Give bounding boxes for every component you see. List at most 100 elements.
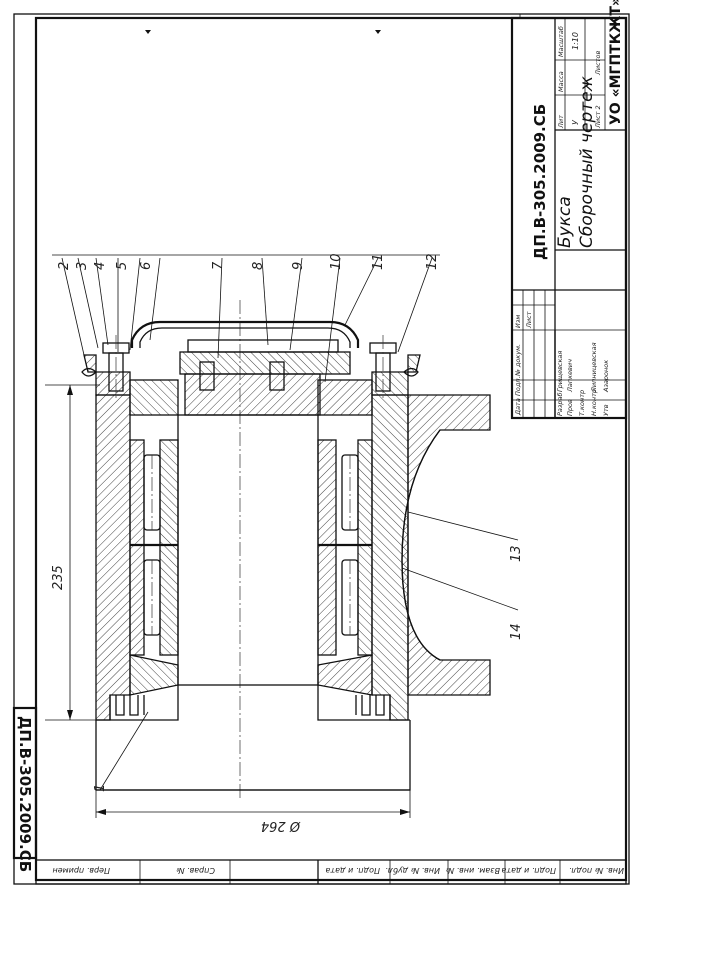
row-name-0: Грищевская bbox=[556, 351, 564, 392]
row-role-1: Пров bbox=[566, 399, 574, 416]
dimension-height bbox=[45, 384, 100, 721]
svg-text:1: 1 bbox=[93, 784, 108, 792]
col-izm: Изм bbox=[514, 315, 522, 328]
svg-text:Перв. примен: Перв. примен bbox=[52, 866, 110, 875]
drawing-name-line1: Букса bbox=[555, 196, 575, 248]
svg-text:235: 235 bbox=[51, 565, 66, 590]
svg-text:Взам. инв. №: Взам. инв. № bbox=[446, 866, 500, 875]
callout-11: 11 bbox=[371, 253, 386, 270]
svg-text:11: 11 bbox=[371, 253, 386, 270]
svg-text:Подп.: Подп. bbox=[514, 376, 522, 396]
strip-cell-1: Справ. № bbox=[176, 866, 215, 875]
sheet-number: Лист 2 bbox=[594, 105, 602, 129]
svg-text:Утв: Утв bbox=[602, 404, 610, 416]
callout-10: 10 bbox=[329, 253, 344, 270]
svg-text:2: 2 bbox=[57, 262, 72, 270]
corner-mark bbox=[375, 30, 381, 34]
svg-text:Лист: Лист bbox=[525, 311, 533, 329]
svg-text:Инв. № подл.: Инв. № подл. bbox=[569, 866, 624, 875]
callout-4: 4 bbox=[93, 262, 108, 270]
svg-text:Азаронок: Азаронок bbox=[602, 360, 610, 393]
svg-text:Масса: Масса bbox=[557, 71, 565, 92]
svg-text:Грищевская: Грищевская bbox=[556, 351, 564, 392]
strip-cell-6: Инв. № подл. bbox=[569, 866, 624, 875]
title-block bbox=[510, 16, 628, 420]
strip-cell-2: Подп. и дата bbox=[325, 866, 380, 875]
svg-text:12: 12 bbox=[425, 253, 440, 270]
callout-13: 13 bbox=[509, 545, 524, 562]
callout-2: 2 bbox=[57, 262, 72, 270]
lit-value: У bbox=[571, 119, 580, 125]
svg-text:УО «МГПТКЖТ»: УО «МГПТКЖТ» bbox=[608, 0, 624, 125]
drawing-name-line2: Сборочный чертеж bbox=[577, 75, 597, 248]
svg-text:Подп. и дата: Подп. и дата bbox=[325, 866, 380, 875]
strip-cell-5: Подп. и дата bbox=[501, 866, 556, 875]
svg-text:Листов: Листов bbox=[594, 51, 602, 76]
svg-text:4: 4 bbox=[93, 262, 108, 270]
strip-cell-0: Перв. примен bbox=[52, 866, 110, 875]
sheets-count: Листов bbox=[594, 51, 602, 76]
row-name-3: Липницевская bbox=[590, 342, 598, 393]
header-lit: Лит bbox=[557, 115, 565, 129]
callout-5: 5 bbox=[115, 262, 130, 270]
svg-text:13: 13 bbox=[509, 545, 524, 562]
col-sign: Подп. bbox=[514, 376, 522, 396]
svg-text:8: 8 bbox=[251, 262, 266, 270]
dimension-height-label: 235 bbox=[51, 565, 66, 590]
row-name-1: Лапкевич bbox=[566, 359, 574, 393]
svg-text:ДП.В-305.2009.СБ: ДП.В-305.2009.СБ bbox=[531, 104, 549, 260]
callout-6: 6 bbox=[139, 262, 154, 270]
svg-text:Справ. №: Справ. № bbox=[176, 866, 215, 875]
svg-text:9: 9 bbox=[291, 262, 306, 270]
svg-text:Инв. № дубл.: Инв. № дубл. bbox=[385, 866, 440, 875]
svg-text:Изм: Изм bbox=[514, 315, 522, 328]
svg-text:Лист 2: Лист 2 bbox=[594, 105, 602, 129]
callout-7: 7 bbox=[211, 261, 226, 270]
organization-name: УО «МГПТКЖТ» bbox=[608, 0, 624, 125]
svg-text:Ø 264: Ø 264 bbox=[261, 818, 301, 833]
svg-text:5: 5 bbox=[115, 262, 130, 270]
callout-1: 1 bbox=[93, 784, 108, 792]
header-mass: Масса bbox=[557, 71, 565, 92]
row-role-2: Т.контр bbox=[578, 390, 586, 416]
svg-text:Сборочный чертеж: Сборочный чертеж bbox=[577, 75, 597, 248]
svg-text:Разраб: Разраб bbox=[556, 393, 564, 416]
dimension-diameter-label: Ø 264 bbox=[261, 818, 301, 833]
callout-8: 8 bbox=[251, 262, 266, 270]
col-date: Дата bbox=[514, 398, 522, 416]
row-role-3: Н.контр bbox=[590, 389, 598, 416]
svg-text:Букса: Букса bbox=[555, 196, 575, 248]
callout-14: 14 bbox=[509, 623, 524, 640]
svg-text:1:10: 1:10 bbox=[571, 32, 580, 50]
svg-text:Масштаб: Масштаб bbox=[557, 26, 565, 57]
left-stamp-text: ДП.В-305.2009.СБ bbox=[16, 716, 34, 872]
svg-text:Т.контр: Т.контр bbox=[578, 390, 586, 416]
row-name-4: Азаронок bbox=[602, 360, 610, 393]
callout-3: 3 bbox=[75, 262, 90, 270]
svg-text:У: У bbox=[571, 119, 580, 125]
scale-value: 1:10 bbox=[571, 32, 580, 50]
callout-numbers: 1 2 3 4 5 6 7 8 9 10 11 12 13 14 bbox=[57, 253, 524, 792]
leader-lines bbox=[52, 254, 519, 791]
svg-text:7: 7 bbox=[211, 261, 226, 270]
svg-text:10: 10 bbox=[329, 253, 344, 270]
strip-cell-3: Инв. № дубл. bbox=[385, 866, 440, 875]
svg-text:Дата: Дата bbox=[514, 398, 522, 416]
svg-text:Н.контр: Н.контр bbox=[590, 389, 598, 416]
svg-text:№ докум.: № докум. bbox=[514, 344, 522, 377]
left-stamp bbox=[12, 706, 38, 860]
svg-text:Подп. и дата: Подп. и дата bbox=[501, 866, 556, 875]
svg-text:ДП.В-305.2009.СБ: ДП.В-305.2009.СБ bbox=[16, 716, 34, 872]
header-scale: Масштаб bbox=[557, 26, 565, 57]
svg-text:Липницевская: Липницевская bbox=[590, 342, 598, 393]
designation-text: ДП.В-305.2009.СБ bbox=[531, 104, 549, 260]
axlebox-section bbox=[81, 300, 491, 800]
svg-text:Лит: Лит bbox=[557, 115, 565, 129]
svg-text:Лапкевич: Лапкевич bbox=[566, 359, 574, 393]
svg-text:6: 6 bbox=[139, 262, 154, 270]
row-role-4: Утв bbox=[602, 404, 610, 416]
svg-text:Пров: Пров bbox=[566, 399, 574, 416]
svg-text:3: 3 bbox=[75, 262, 90, 270]
